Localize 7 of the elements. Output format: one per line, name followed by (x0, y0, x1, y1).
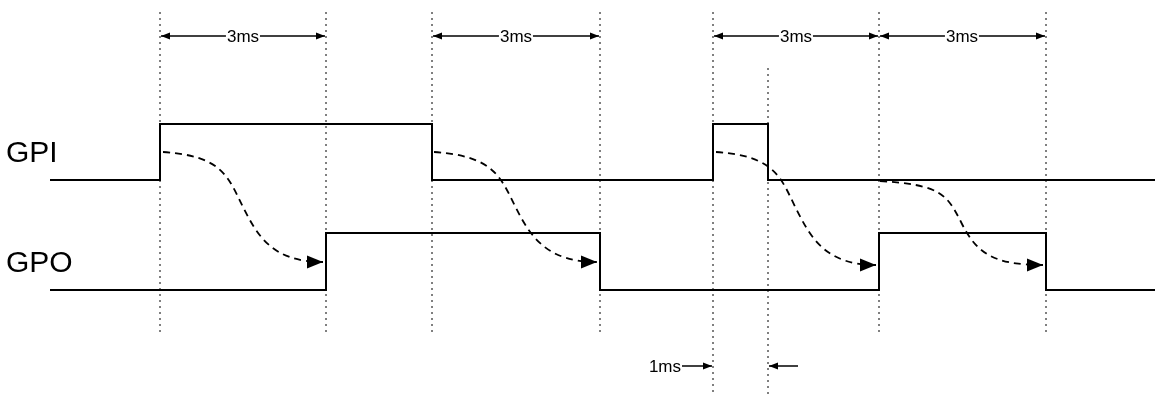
dimension-label: 3ms (944, 27, 980, 45)
signal-name: GPO (6, 247, 73, 277)
dimension-label: 3ms (778, 27, 814, 45)
dimension-label: 3ms (225, 27, 261, 45)
dimension-label: 1ms (648, 357, 681, 375)
signal-name: GPI (6, 137, 58, 167)
dimension-label: 3ms (498, 27, 534, 45)
